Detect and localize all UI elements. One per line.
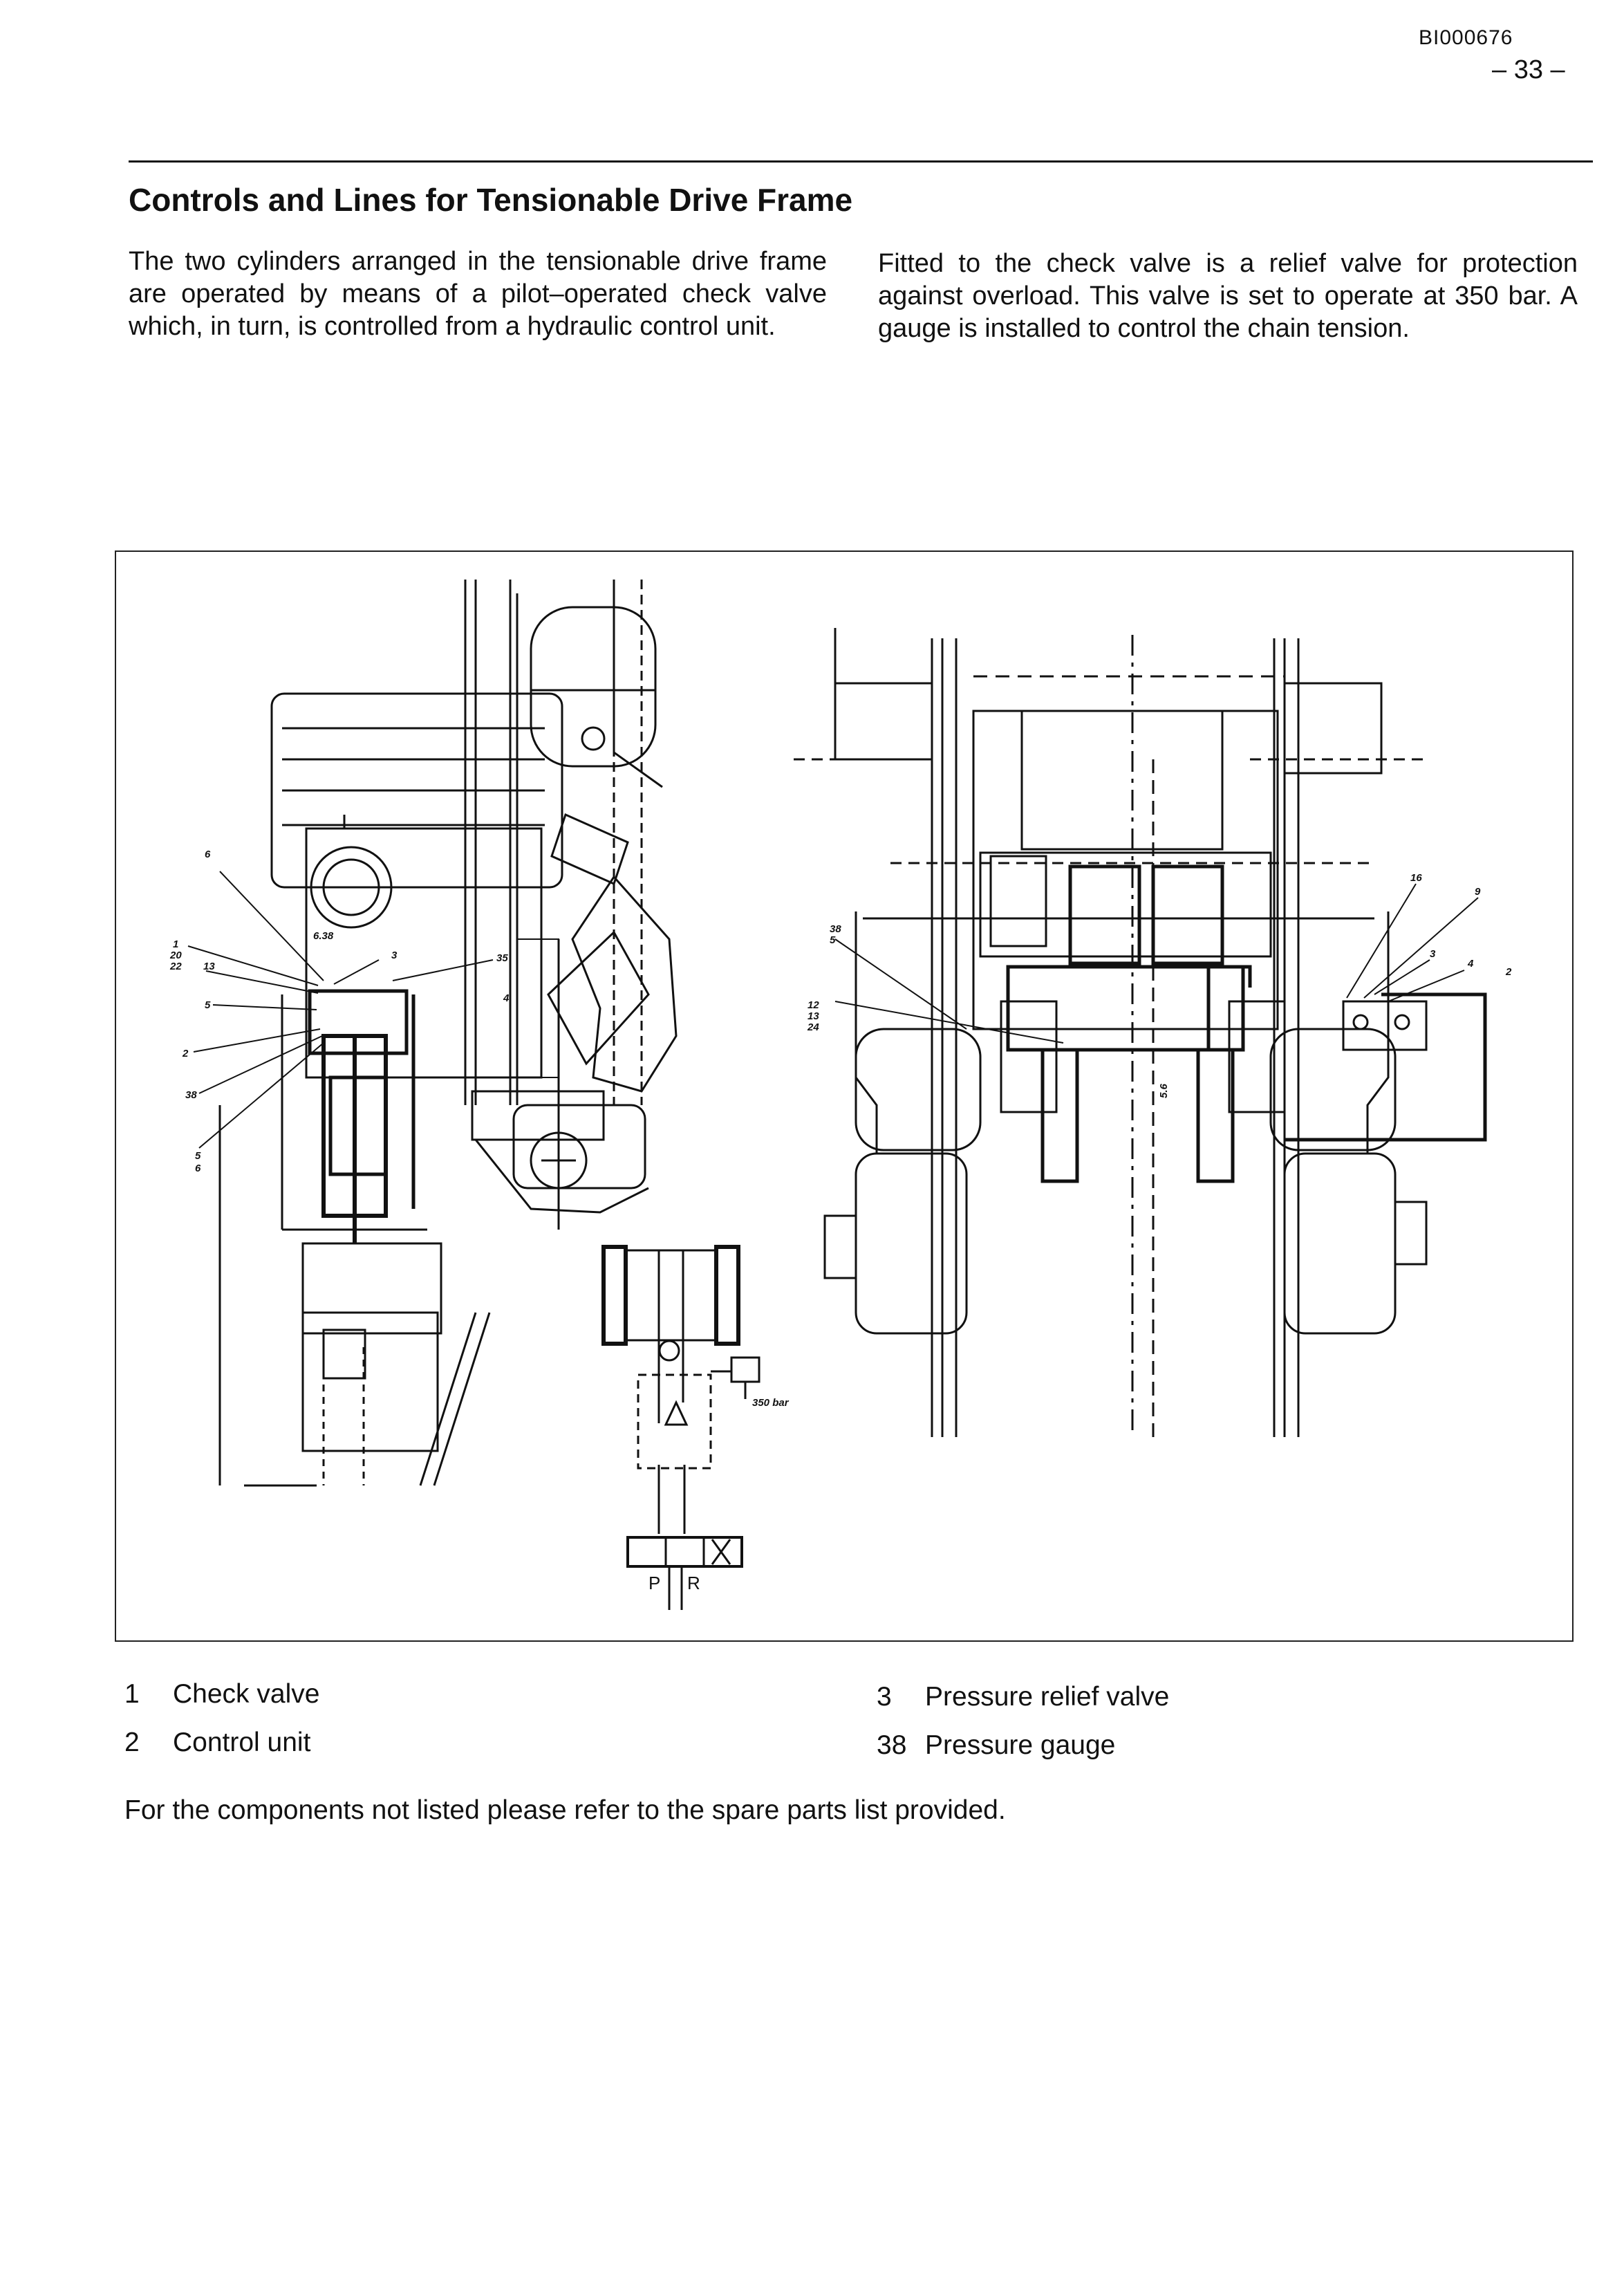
left-drive-view xyxy=(218,580,663,1487)
callout-labels: 6 1 20 22 13 5 2 38 5 6 3 35 4 6.38 38 5… xyxy=(169,849,1512,1409)
header-rule xyxy=(129,160,1593,163)
callout-38: 38 xyxy=(185,1089,197,1101)
intro-paragraph-left: The two cylinders arranged in the tensio… xyxy=(129,247,827,341)
callout-5: 5 xyxy=(205,999,211,1011)
intro-paragraph-right: Fitted to the check valve is a relief va… xyxy=(878,249,1578,343)
pressure-setting-label: 350 bar xyxy=(752,1397,790,1409)
port-r-label: R xyxy=(687,1573,700,1593)
hydraulic-diagram: 6 1 20 22 13 5 2 38 5 6 3 35 4 6.38 38 5… xyxy=(169,580,1512,1610)
footer-note: For the components not listed please ref… xyxy=(124,1795,1006,1825)
callout-center-24: 24 xyxy=(807,1021,819,1033)
callout-1: 1 xyxy=(173,938,178,950)
callout-center-12: 12 xyxy=(808,999,819,1011)
callout-6-38: 6.38 xyxy=(313,930,334,942)
right-drive-view xyxy=(794,628,1487,1437)
legend-label: Pressure gauge xyxy=(925,1730,1116,1760)
callout-center-38: 38 xyxy=(830,923,841,935)
legend-number: 3 xyxy=(877,1682,892,1712)
callout-center-5: 5 xyxy=(830,934,836,946)
hydraulic-schematic xyxy=(601,1245,760,1610)
legend-number: 1 xyxy=(124,1679,140,1709)
callout-right-3: 3 xyxy=(1430,948,1436,960)
callout-22: 22 xyxy=(169,961,182,972)
page-title: Controls and Lines for Tensionable Drive… xyxy=(129,182,853,218)
callout-13: 13 xyxy=(203,961,215,972)
port-p-label: P xyxy=(648,1573,660,1593)
callout-center-13: 13 xyxy=(808,1010,819,1022)
callout-6-lower: 6 xyxy=(195,1163,201,1174)
callout-35: 35 xyxy=(496,952,508,964)
callout-9: 9 xyxy=(1475,886,1481,898)
callout-right-4: 4 xyxy=(1467,958,1474,970)
legend-number: 38 xyxy=(877,1730,907,1760)
legend-number: 2 xyxy=(124,1728,140,1757)
callout-2: 2 xyxy=(182,1048,189,1059)
callout-right-2: 2 xyxy=(1505,966,1512,978)
callout-3: 3 xyxy=(391,950,398,961)
leader-lines xyxy=(187,871,1479,1149)
figure-frame: 6 1 20 22 13 5 2 38 5 6 3 35 4 6.38 38 5… xyxy=(115,550,1574,1642)
center-linkage xyxy=(474,606,678,1214)
page-number: – 33 – xyxy=(1492,55,1565,84)
document-id: BI000676 xyxy=(1419,26,1513,49)
legend-label: Control unit xyxy=(173,1728,311,1757)
legend-label: Pressure relief valve xyxy=(925,1682,1170,1712)
port-labels: P R xyxy=(648,1573,700,1593)
callout-center-5-6: 5.6 xyxy=(1158,1083,1170,1098)
callout-16: 16 xyxy=(1410,872,1422,884)
callout-20: 20 xyxy=(169,950,182,961)
callout-6-top: 6 xyxy=(205,849,211,860)
legend-label: Check valve xyxy=(173,1679,320,1709)
callout-5-lower: 5 xyxy=(195,1150,201,1162)
callout-4: 4 xyxy=(503,992,510,1004)
